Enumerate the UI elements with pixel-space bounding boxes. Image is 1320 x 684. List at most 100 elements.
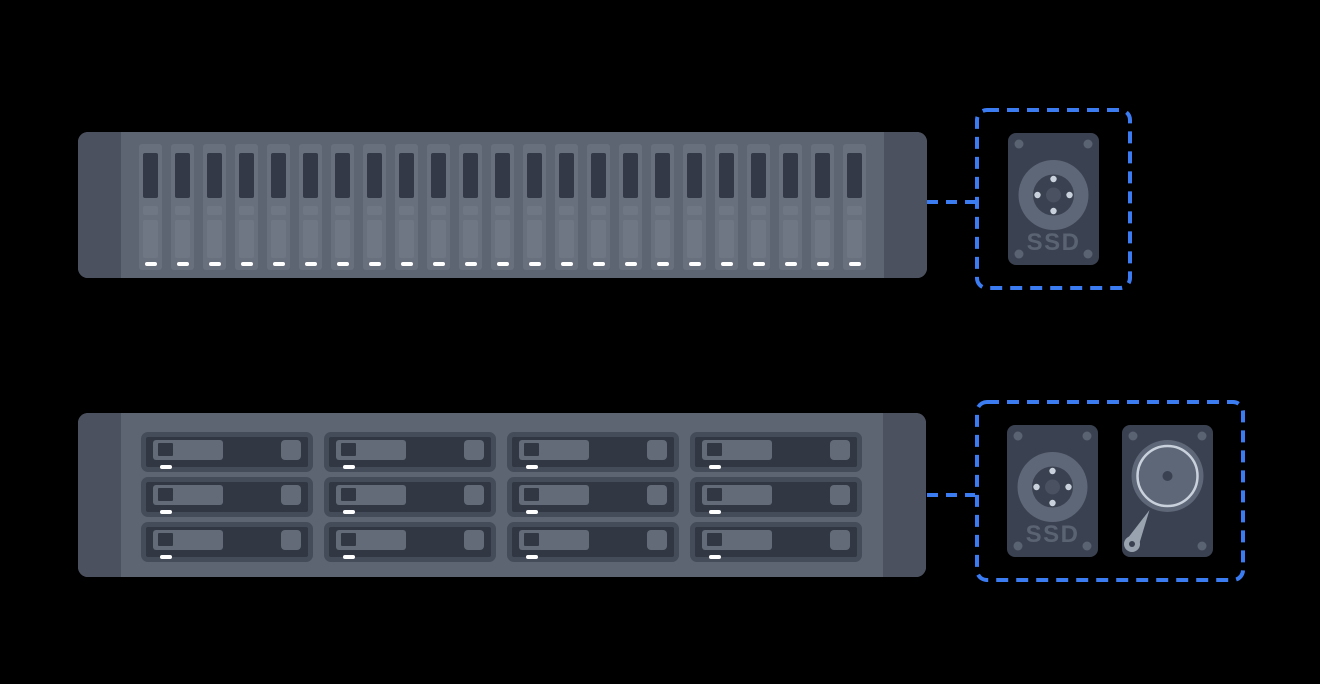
slot-handle-notch xyxy=(847,206,862,215)
bay-led xyxy=(343,465,355,469)
bay-tray-handle xyxy=(519,485,589,505)
slot-drive-window xyxy=(143,153,158,198)
ssd-slot xyxy=(267,144,290,270)
slot-tray-handle xyxy=(527,220,542,258)
slot-handle-notch xyxy=(303,206,318,215)
slot-drive-window xyxy=(847,153,862,198)
ssd-slot xyxy=(811,144,834,270)
bay-tray-handle xyxy=(702,440,772,460)
slot-drive-window xyxy=(751,153,766,198)
slot-drive-window xyxy=(655,153,670,198)
slot-handle-notch xyxy=(783,206,798,215)
ssd-slot xyxy=(171,144,194,270)
bay-eject-button xyxy=(464,485,484,505)
connector-line-bottom xyxy=(927,493,975,497)
ssd-slot xyxy=(459,144,482,270)
ssd-slot xyxy=(491,144,514,270)
ssd-slot xyxy=(779,144,802,270)
slot-tray-handle xyxy=(335,220,350,258)
slot-led xyxy=(144,262,157,266)
bay-latch xyxy=(707,488,722,501)
bay-tray-handle xyxy=(519,440,589,460)
hdd-bay xyxy=(690,522,862,562)
bay-latch xyxy=(707,533,722,546)
slot-drive-window xyxy=(431,153,446,198)
hdd-bay xyxy=(324,477,496,517)
bay-led xyxy=(160,555,172,559)
hdd-bay-grid xyxy=(141,432,862,562)
ssd-label: SSD xyxy=(1026,521,1080,548)
slot-led xyxy=(816,262,829,266)
ssd-slot xyxy=(587,144,610,270)
bay-led xyxy=(526,510,538,514)
bay-led xyxy=(526,465,538,469)
slot-tray-handle xyxy=(847,220,862,258)
bay-eject-button xyxy=(830,485,850,505)
bay-latch xyxy=(707,443,722,456)
slot-led xyxy=(368,262,381,266)
bay-led xyxy=(343,510,355,514)
slot-drive-window xyxy=(399,153,414,198)
slot-led xyxy=(432,262,445,266)
hdd-bay xyxy=(507,477,679,517)
slot-led xyxy=(624,262,637,266)
slot-tray-handle xyxy=(431,220,446,258)
slot-handle-notch xyxy=(527,206,542,215)
slot-handle-notch xyxy=(719,206,734,215)
bay-latch xyxy=(524,443,539,456)
slot-tray-handle xyxy=(495,220,510,258)
bay-eject-button xyxy=(464,440,484,460)
slot-handle-notch xyxy=(431,206,446,215)
slot-tray-handle xyxy=(559,220,574,258)
bay-led xyxy=(526,555,538,559)
hdd-bay xyxy=(141,477,313,517)
slot-drive-window xyxy=(591,153,606,198)
bay-tray-handle xyxy=(336,530,406,550)
slot-drive-window xyxy=(335,153,350,198)
slot-led xyxy=(560,262,573,266)
bay-eject-button xyxy=(281,440,301,460)
bay-eject-button xyxy=(647,485,667,505)
slot-led xyxy=(752,262,765,266)
bay-eject-button xyxy=(830,440,850,460)
ssd-group-box: SSD xyxy=(975,108,1132,290)
bay-tray-handle xyxy=(153,485,223,505)
bay-led xyxy=(160,465,172,469)
hdd-bay xyxy=(324,522,496,562)
slot-led xyxy=(464,262,477,266)
slot-handle-notch xyxy=(399,206,414,215)
ssd-slot xyxy=(683,144,706,270)
mixed-drive-group-box: SSD xyxy=(975,400,1245,582)
slot-tray-handle xyxy=(399,220,414,258)
slot-drive-window xyxy=(719,153,734,198)
slot-drive-window xyxy=(303,153,318,198)
bay-tray-handle xyxy=(153,530,223,550)
slot-handle-notch xyxy=(207,206,222,215)
ssd-slot xyxy=(331,144,354,270)
slot-handle-notch xyxy=(655,206,670,215)
bay-latch xyxy=(158,533,173,546)
slot-tray-handle xyxy=(783,220,798,258)
bay-latch xyxy=(158,443,173,456)
ssd-slot xyxy=(651,144,674,270)
bay-tray-handle xyxy=(336,485,406,505)
slot-handle-notch xyxy=(463,206,478,215)
slot-drive-window xyxy=(495,153,510,198)
slot-drive-window xyxy=(815,153,830,198)
ssd-slot xyxy=(139,144,162,270)
slot-handle-notch xyxy=(271,206,286,215)
slot-led xyxy=(528,262,541,266)
slot-tray-handle xyxy=(143,220,158,258)
slot-handle-notch xyxy=(143,206,158,215)
connector-line-top xyxy=(927,200,975,204)
slot-handle-notch xyxy=(175,206,190,215)
slot-led xyxy=(656,262,669,266)
slot-led xyxy=(336,262,349,266)
slot-drive-window xyxy=(463,153,478,198)
slot-tray-handle xyxy=(207,220,222,258)
slot-drive-window xyxy=(367,153,382,198)
slot-led xyxy=(400,262,413,266)
slot-tray-handle xyxy=(591,220,606,258)
enclosure-left-cap xyxy=(78,132,121,278)
ssd-slot xyxy=(363,144,386,270)
